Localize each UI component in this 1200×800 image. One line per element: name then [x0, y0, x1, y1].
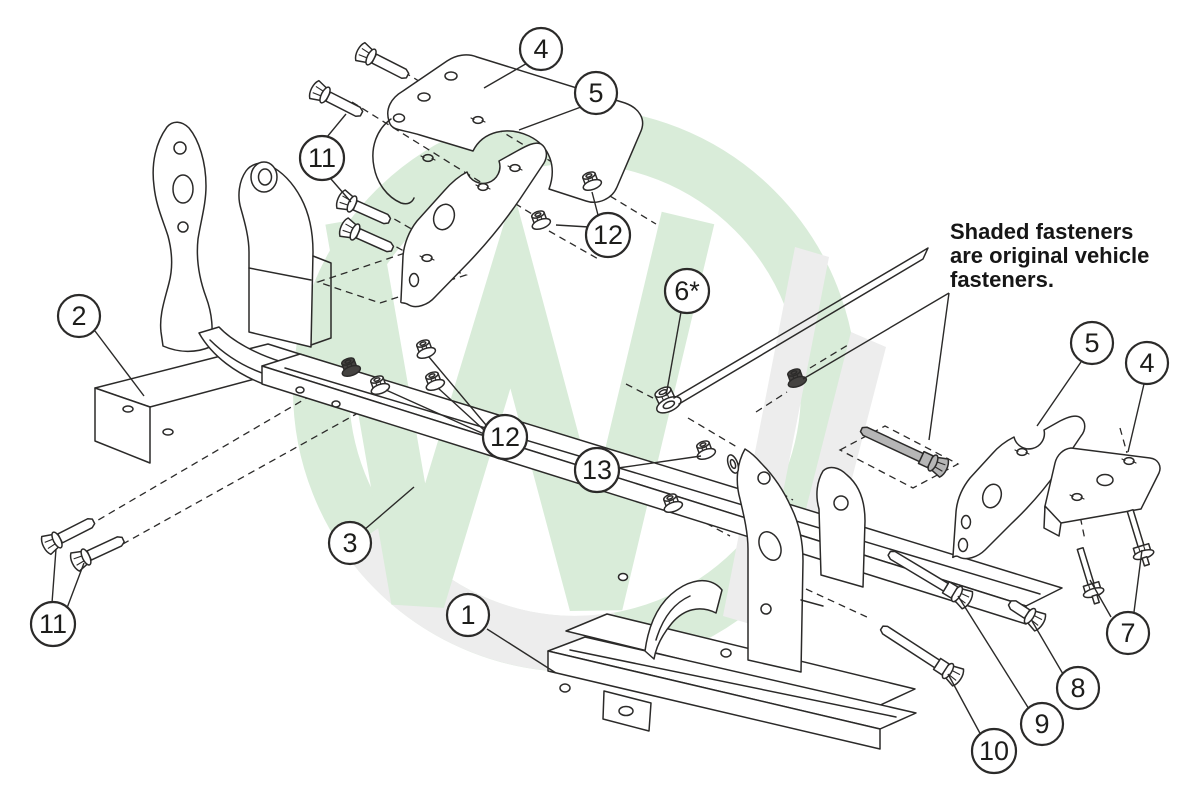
- callout-11-top: 11: [298, 134, 346, 182]
- note-line-2: are original vehicle: [950, 243, 1149, 268]
- part-4-right-clamp-bracket: [1043, 447, 1161, 537]
- note-line-1: Shaded fasteners: [950, 219, 1133, 244]
- note-line-3: fasteners.: [950, 267, 1054, 292]
- shaded-fasteners-note: Shaded fasteners are original vehicle fa…: [950, 219, 1149, 292]
- svg-text:1: 1: [460, 600, 475, 630]
- part-5-top-notched-plate: [400, 142, 548, 308]
- callout-3: 3: [327, 520, 373, 566]
- leader-lines: [51, 61, 1145, 738]
- studs-7: [1069, 506, 1158, 607]
- part-2-left-mount-bracket: [94, 121, 332, 464]
- svg-text:11: 11: [308, 143, 336, 173]
- callout-2: 2: [56, 293, 102, 339]
- callout-13: 13: [573, 446, 621, 494]
- svg-text:4: 4: [533, 34, 548, 64]
- callout-balloons: 1 2 3 4 5 4 5 6* 7 8 9 10 11 11 12: [29, 26, 1170, 775]
- bolt-10: [875, 618, 967, 689]
- shaded-original-bolt: [856, 419, 952, 480]
- svg-text:11: 11: [39, 609, 67, 639]
- callout-5-right: 5: [1069, 320, 1115, 366]
- callout-10: 10: [970, 727, 1018, 775]
- callout-7: 7: [1105, 610, 1151, 656]
- svg-text:10: 10: [979, 736, 1009, 766]
- svg-text:3: 3: [342, 528, 357, 558]
- callout-4-right: 4: [1124, 340, 1170, 386]
- svg-text:5: 5: [588, 78, 603, 108]
- part-1-lower-mount-frame: [547, 448, 917, 750]
- callout-11-bottom: 11: [29, 600, 77, 648]
- svg-text:4: 4: [1139, 348, 1154, 378]
- svg-text:2: 2: [71, 301, 86, 331]
- callout-4-top: 4: [518, 26, 564, 72]
- svg-text:12: 12: [593, 220, 623, 250]
- callout-12-top: 12: [584, 211, 632, 259]
- svg-text:12: 12: [490, 422, 520, 452]
- callout-9: 9: [1019, 701, 1065, 747]
- callout-1: 1: [445, 592, 491, 638]
- svg-text:13: 13: [582, 455, 612, 485]
- svg-text:6*: 6*: [674, 276, 700, 306]
- callout-12-middle: 12: [481, 413, 529, 461]
- svg-text:5: 5: [1084, 328, 1099, 358]
- callout-6-star: 6*: [663, 267, 711, 315]
- callout-5-top: 5: [573, 70, 619, 116]
- callout-8: 8: [1055, 665, 1101, 711]
- note-leader-lines: [802, 292, 950, 441]
- part-5-right-notched-plate: [952, 415, 1086, 560]
- svg-text:9: 9: [1034, 709, 1049, 739]
- svg-text:8: 8: [1070, 673, 1085, 703]
- svg-text:7: 7: [1120, 618, 1135, 648]
- rod-6-with-collar: [648, 247, 929, 417]
